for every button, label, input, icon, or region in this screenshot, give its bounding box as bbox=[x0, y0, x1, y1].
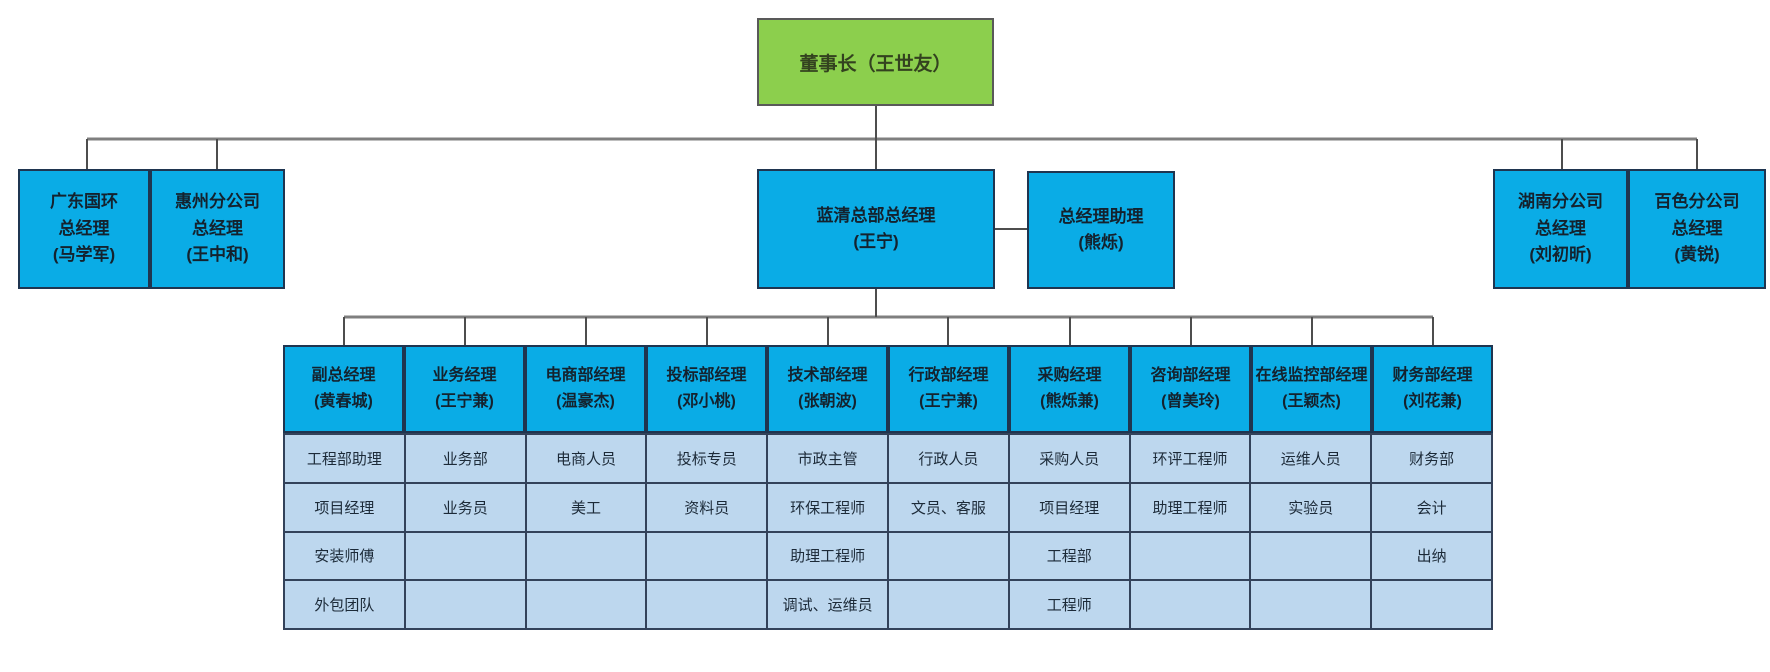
staff-cell bbox=[1251, 532, 1371, 580]
staff-cell: 文员、客服 bbox=[889, 483, 1008, 531]
exec-box-guangdong-guohuan: 广东国环 总经理 (马学军) bbox=[18, 169, 150, 289]
staff-cell: 项目经理 bbox=[1009, 483, 1129, 531]
staff-table: 工程部助理 业务部 电商人员 投标专员 市政主管 行政人员 采购人员 环评工程师… bbox=[283, 433, 1493, 630]
box-title: 蓝清总部总经理 bbox=[816, 205, 936, 225]
staff-cell bbox=[889, 532, 1008, 580]
staff-cell: 工程部 bbox=[1009, 532, 1129, 580]
exec-box-baise-branch: 百色分公司 总经理 (黄锐) bbox=[1628, 169, 1766, 289]
staff-cell bbox=[405, 532, 525, 580]
staff-cell: 环评工程师 bbox=[1130, 435, 1250, 482]
staff-cell: 项目经理 bbox=[285, 483, 404, 531]
box-title: 采购经理 bbox=[1037, 367, 1102, 385]
box-title: 技术部经理 bbox=[787, 367, 868, 385]
staff-cell bbox=[1251, 581, 1371, 628]
box-title: 投标部经理 bbox=[666, 367, 747, 385]
staff-cell bbox=[1130, 581, 1250, 628]
box-title: 总经理助理 bbox=[1058, 206, 1144, 226]
box-name: (熊烁) bbox=[1078, 233, 1124, 252]
staff-cell: 投标专员 bbox=[647, 435, 767, 482]
box-name: (王宁) bbox=[853, 232, 899, 251]
box-name: (熊烁兼) bbox=[1040, 393, 1099, 410]
dept-box-ecommerce-manager: 电商部经理 (温豪杰) bbox=[525, 345, 646, 433]
staff-cell: 工程师 bbox=[1009, 581, 1129, 628]
box-name: (温豪杰) bbox=[556, 393, 615, 410]
box-name: (黄春城) bbox=[314, 393, 373, 410]
staff-cell: 工程部助理 bbox=[285, 435, 404, 482]
box-title: 在线监控部经理 bbox=[1255, 367, 1368, 385]
staff-cell: 安装师傅 bbox=[285, 532, 404, 580]
staff-cell: 电商人员 bbox=[526, 435, 646, 482]
staff-cell bbox=[889, 581, 1008, 628]
staff-cell: 市政主管 bbox=[768, 435, 887, 482]
box-title: 咨询部经理 bbox=[1150, 367, 1231, 385]
staff-cell: 实验员 bbox=[1251, 483, 1371, 531]
staff-cell: 运维人员 bbox=[1251, 435, 1371, 482]
box-title: 副总经理 bbox=[311, 367, 376, 385]
staff-cell bbox=[526, 581, 646, 628]
staff-cell: 行政人员 bbox=[889, 435, 1008, 482]
chairman-box: 董事长（王世友） bbox=[757, 18, 994, 106]
dept-box-business-manager: 业务经理 (王宁兼) bbox=[404, 345, 525, 433]
box-title: 湖南分公司 总经理 bbox=[1518, 192, 1603, 238]
staff-cell bbox=[1130, 532, 1250, 580]
box-name: (王中和) bbox=[186, 245, 249, 265]
box-name: (邓小桃) bbox=[677, 393, 736, 410]
staff-cell: 外包团队 bbox=[285, 581, 404, 628]
staff-cell: 调试、运维员 bbox=[768, 581, 887, 628]
staff-cell bbox=[647, 581, 767, 628]
box-name: (刘花兼) bbox=[1403, 393, 1462, 410]
box-name: (王颖杰) bbox=[1282, 393, 1341, 410]
exec-box-gm-assistant: 总经理助理 (熊烁) bbox=[1027, 171, 1175, 289]
box-title: 业务经理 bbox=[432, 367, 497, 385]
exec-box-lanqing-hq: 蓝清总部总经理 (王宁) bbox=[757, 169, 995, 289]
staff-cell: 财务部 bbox=[1372, 435, 1491, 482]
dept-box-technology-manager: 技术部经理 (张朝波) bbox=[767, 345, 888, 433]
staff-cell bbox=[647, 532, 767, 580]
box-title: 百色分公司 总经理 bbox=[1654, 192, 1740, 238]
box-title: 电商部经理 bbox=[545, 367, 626, 385]
dept-box-online-monitoring-manager: 在线监控部经理 (王颖杰) bbox=[1251, 345, 1372, 433]
staff-cell: 会计 bbox=[1372, 483, 1491, 531]
dept-box-procurement-manager: 采购经理 (熊烁兼) bbox=[1009, 345, 1130, 433]
staff-cell: 美工 bbox=[526, 483, 646, 531]
box-name: (黄锐) bbox=[1674, 245, 1720, 265]
staff-cell: 业务员 bbox=[405, 483, 525, 531]
box-title: 财务部经理 bbox=[1392, 367, 1473, 385]
box-name: (刘初昕) bbox=[1529, 245, 1592, 265]
exec-box-huizhou-branch: 惠州分公司 总经理 (王中和) bbox=[150, 169, 285, 289]
dept-box-consulting-manager: 咨询部经理 (曾美玲) bbox=[1130, 345, 1251, 433]
box-title: 广东国环 总经理 bbox=[50, 192, 118, 238]
box-name: (张朝波) bbox=[798, 393, 857, 410]
staff-cell: 助理工程师 bbox=[768, 532, 887, 580]
chairman-label: 董事长（王世友） bbox=[799, 53, 952, 75]
dept-box-admin-manager: 行政部经理 (王宁兼) bbox=[888, 345, 1009, 433]
staff-cell: 采购人员 bbox=[1009, 435, 1129, 482]
box-title: 行政部经理 bbox=[908, 367, 989, 385]
staff-cell bbox=[1372, 581, 1491, 628]
dept-box-bidding-manager: 投标部经理 (邓小桃) bbox=[646, 345, 767, 433]
box-name: (王宁兼) bbox=[919, 393, 978, 410]
staff-cell: 资料员 bbox=[647, 483, 767, 531]
staff-cell: 助理工程师 bbox=[1130, 483, 1250, 531]
dept-box-finance-manager: 财务部经理 (刘花兼) bbox=[1372, 345, 1493, 433]
staff-cell: 出纳 bbox=[1372, 532, 1491, 580]
box-title: 惠州分公司 总经理 bbox=[175, 192, 260, 238]
dept-box-deputy-gm: 副总经理 (黄春城) bbox=[283, 345, 404, 433]
box-name: (马学军) bbox=[52, 245, 116, 265]
staff-cell bbox=[405, 581, 525, 628]
exec-box-hunan-branch: 湖南分公司 总经理 (刘初昕) bbox=[1493, 169, 1628, 289]
staff-cell: 业务部 bbox=[405, 435, 525, 482]
box-name: (曾美玲) bbox=[1161, 393, 1220, 410]
staff-cell: 环保工程师 bbox=[768, 483, 887, 531]
staff-cell bbox=[526, 532, 646, 580]
box-name: (王宁兼) bbox=[435, 393, 494, 410]
